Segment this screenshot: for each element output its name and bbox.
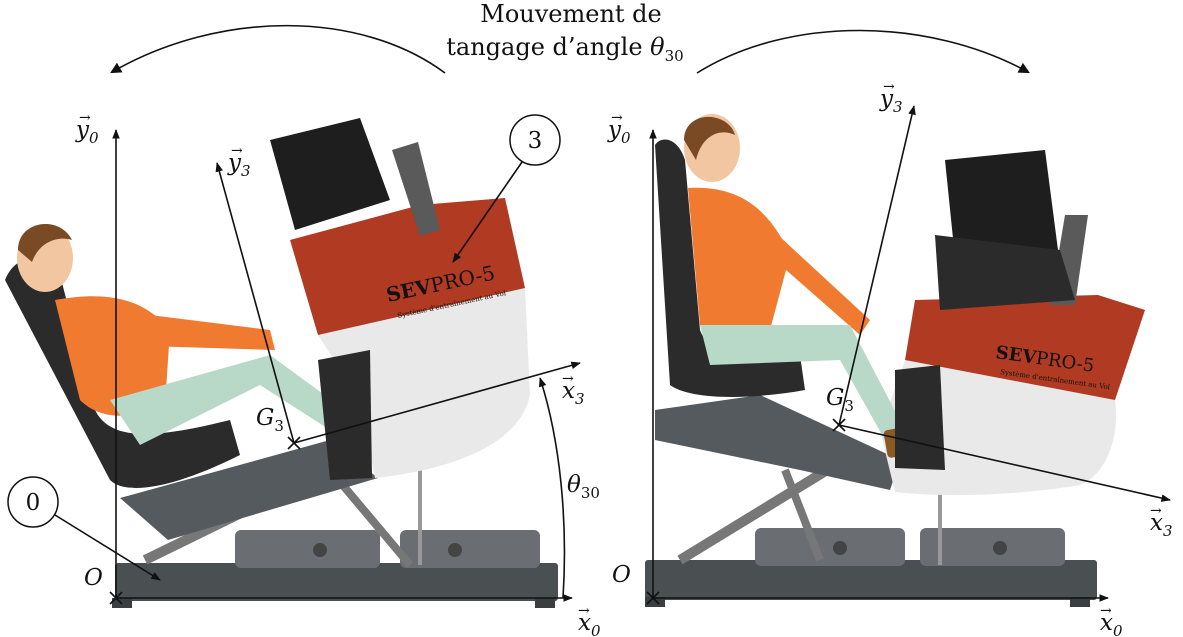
rotation-arrow-right: [696, 29, 1030, 74]
svg-text:→: →: [1150, 503, 1162, 519]
shell-red: [905, 295, 1145, 400]
right-simulator: SEVPRO-5 Système d'entraînement au Vol: [645, 114, 1145, 607]
left-origin-label: O: [84, 565, 103, 591]
right-origin-cross: [646, 591, 660, 605]
angle-label: θ30: [567, 472, 600, 502]
right-g3-cross: [832, 418, 846, 432]
pilot-legs: [110, 355, 345, 445]
left-axis-y3: [215, 162, 295, 444]
callout-frame-circle: [7, 476, 59, 528]
left-g3-cross: [287, 436, 301, 450]
svg-text:→: →: [578, 603, 590, 619]
callout-frame-leader: [54, 514, 161, 581]
left-label-x0: x0: [578, 610, 601, 637]
base-rail: [115, 563, 558, 601]
left-label-x3: x3: [562, 378, 585, 408]
actuator-right: [920, 528, 1065, 566]
actuator-left: [755, 528, 905, 566]
base-rail: [645, 560, 1097, 600]
left-axis-x3: [293, 361, 581, 444]
right-g3-label: G3: [826, 385, 854, 415]
svg-text:→: →: [231, 143, 243, 159]
right-axis-x3: [838, 424, 1171, 502]
monitor: [945, 150, 1058, 258]
actuator-left: [235, 530, 380, 568]
svg-text:→: →: [79, 110, 91, 126]
left-simulator: SEVPRO-5 Système d'entraînement au Vol: [5, 118, 558, 608]
monitor: [270, 118, 390, 230]
left-label-y0: y0: [75, 117, 99, 147]
left-g3-label: G3: [256, 405, 284, 435]
right-axis-y3: [838, 105, 916, 426]
svg-text:→: →: [1100, 603, 1112, 619]
pilot: [17, 223, 369, 445]
shell-red: [290, 198, 525, 335]
angle-arc: [538, 377, 566, 599]
svg-text:→: →: [611, 110, 623, 126]
callout-seat-label: 3: [528, 128, 543, 154]
right-label-y0: y0: [607, 117, 631, 147]
title-line-2: tangage d’angle θ30: [446, 33, 683, 65]
title-line-1: Mouvement de: [480, 0, 662, 28]
seat: [655, 139, 805, 397]
right-origin-label: O: [612, 562, 631, 588]
right-label-y3: y3: [879, 86, 903, 116]
callout-seat-circle: [509, 114, 561, 166]
actuator-right: [400, 530, 540, 568]
right-label-x0: x0: [1100, 610, 1123, 637]
left-label-y3: y3: [227, 150, 251, 180]
right-label-x3: x3: [1150, 510, 1173, 540]
callout-frame-label: 0: [26, 490, 41, 516]
svg-text:→: →: [562, 371, 574, 387]
tilting-frame: [120, 440, 378, 540]
svg-text:→: →: [883, 79, 895, 95]
callout-seat-leader: [452, 161, 523, 263]
tilting-frame: [655, 395, 900, 490]
pilot: [684, 114, 919, 458]
left-origin-cross: [109, 591, 123, 605]
pilot-legs: [700, 325, 905, 440]
rotation-arrow-left: [110, 24, 446, 74]
